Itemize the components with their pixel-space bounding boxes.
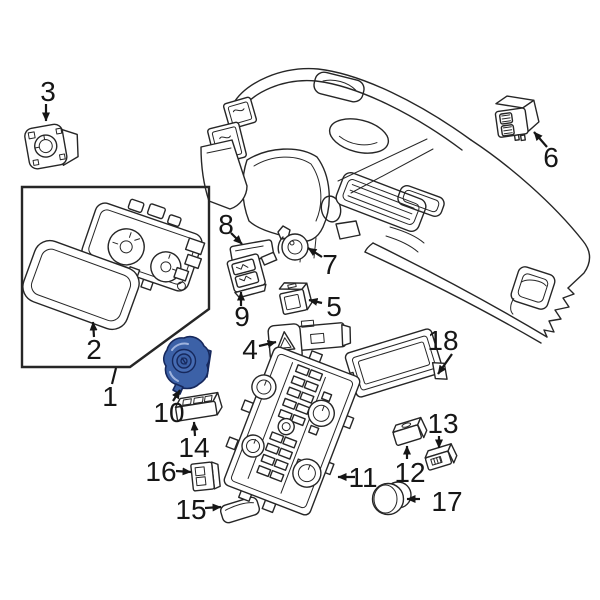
callout-15[interactable]: 15 <box>175 494 222 525</box>
callout-2[interactable]: 2 <box>86 321 102 365</box>
callout-12-number: 12 <box>394 457 425 488</box>
callout-3[interactable]: 3 <box>40 76 56 122</box>
part-9-switch-drawing <box>226 253 267 299</box>
callout-9-number: 9 <box>234 301 250 332</box>
callout-5-arrow <box>308 298 323 306</box>
callout-4[interactable]: 4 <box>242 334 277 365</box>
part-6-switch-drawing <box>494 95 540 142</box>
dashboard-panel-drawing <box>200 67 591 344</box>
callout-10[interactable]: 10 <box>153 389 185 428</box>
part-3-switch-drawing <box>24 123 79 170</box>
right-side-vent <box>510 266 556 315</box>
glovebox-line <box>389 226 425 244</box>
defroster-grille <box>313 71 365 103</box>
callout-13-number: 13 <box>427 408 458 439</box>
callout-3-number: 3 <box>40 76 56 107</box>
callout-18-number: 18 <box>427 325 458 356</box>
callout-5-number: 5 <box>326 291 342 322</box>
callout-13[interactable]: 13 <box>427 408 459 449</box>
callout-2-arrow <box>89 321 98 338</box>
group-box-outline <box>20 185 211 369</box>
callout-16-number: 16 <box>145 456 176 487</box>
callout-11[interactable]: 11 <box>337 462 378 493</box>
callout-17-number: 17 <box>431 486 462 517</box>
callout-14-number: 14 <box>178 432 209 463</box>
callout-17[interactable]: 17 <box>406 486 463 517</box>
callout-6-number: 6 <box>543 142 559 173</box>
callout-6[interactable]: 6 <box>533 131 559 173</box>
callout-9[interactable]: 9 <box>234 291 250 332</box>
part-12-switch-drawing <box>392 416 428 446</box>
part-17-knob-drawing <box>371 481 412 516</box>
callout-8[interactable]: 8 <box>218 209 243 245</box>
callout-4-number: 4 <box>242 334 258 365</box>
climate-button-grid <box>256 364 333 483</box>
part-11-climate-control-drawing <box>223 346 361 516</box>
callout-18[interactable]: 18 <box>427 325 459 375</box>
callout-18-arrow <box>437 353 453 375</box>
left-upper-vent <box>222 96 258 130</box>
center-stack-recess <box>335 171 427 233</box>
column-bracket <box>335 220 361 240</box>
callout-7[interactable]: 7 <box>307 247 338 280</box>
callout-8-number: 8 <box>218 209 234 240</box>
callout-1-number: 1 <box>102 381 118 412</box>
callout-7-number: 7 <box>322 249 338 280</box>
cluster-assembly-box <box>20 185 211 369</box>
callout-6-arrow <box>533 131 548 148</box>
callout-14[interactable]: 14 <box>178 421 210 463</box>
dash-side-panel <box>200 139 248 210</box>
callout-1-arrow <box>110 367 118 385</box>
part-16-switch-drawing <box>190 461 221 492</box>
callout-8-arrow <box>230 232 243 245</box>
callout-14-arrow <box>190 421 199 437</box>
part-5-switch-drawing <box>278 282 313 315</box>
callout-11-number: 11 <box>348 462 377 493</box>
part-2-cluster-lens-drawing <box>22 239 141 331</box>
callout-12[interactable]: 12 <box>394 445 426 488</box>
steering-column-hole <box>320 195 342 223</box>
callout-1[interactable]: 1 <box>102 367 118 412</box>
callout-15-number: 15 <box>175 494 206 525</box>
part-13-switch-drawing <box>424 443 458 471</box>
callout-16[interactable]: 16 <box>145 456 192 487</box>
part-10-ignition-switch-drawing[interactable] <box>162 335 212 395</box>
callout-4-arrow <box>258 340 277 348</box>
callout-10-number: 10 <box>153 397 184 428</box>
part-7-switch-drawing <box>277 225 309 261</box>
callout-10-arrow <box>172 389 181 402</box>
callout-2-number: 2 <box>86 334 102 365</box>
callout-15-arrow <box>204 503 222 512</box>
part-14-switch-drawing <box>174 391 223 422</box>
climate-knobs <box>241 374 335 488</box>
passenger-vent <box>397 185 445 217</box>
callout-16-arrow <box>175 467 192 476</box>
callout-5[interactable]: 5 <box>308 291 342 322</box>
callout-7-arrow <box>307 247 323 258</box>
part-15-blank-plug-drawing <box>219 496 261 524</box>
dash-top-oval <box>328 118 390 154</box>
